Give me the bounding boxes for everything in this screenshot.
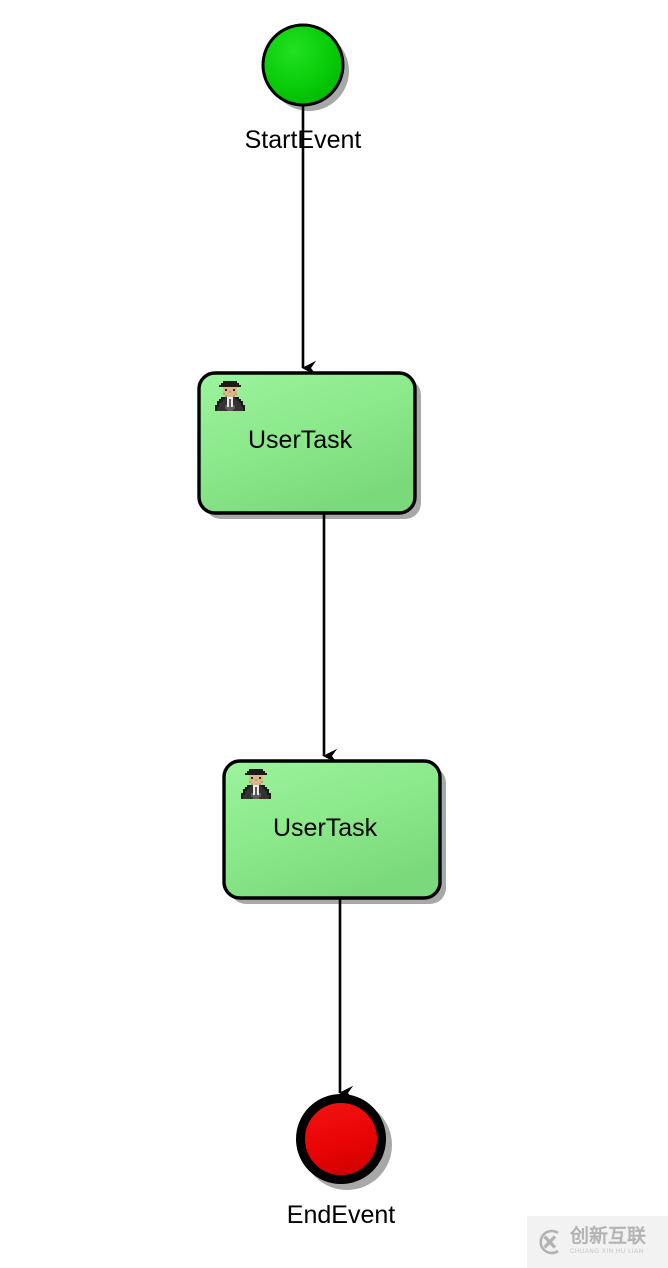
user-icon — [241, 769, 271, 799]
watermark: 创新互联 CHUANG XIN HU LIAN — [527, 1216, 668, 1268]
end-event-circle-icon[interactable] — [296, 1094, 386, 1184]
user-icon — [215, 381, 245, 411]
user-task-2-label: UserTask — [273, 814, 378, 842]
user-task-2-box[interactable] — [222, 759, 442, 900]
watermark-logo-icon — [539, 1229, 559, 1255]
user-task-1-label: UserTask — [248, 426, 353, 454]
start-event-label: StartEvent — [244, 126, 362, 154]
end-event-label: EndEvent — [286, 1201, 396, 1229]
user-task-1-box[interactable] — [197, 371, 417, 515]
watermark-subtitle: CHUANG XIN HU LIAN — [570, 1249, 644, 1256]
watermark-text: 创新互联 CHUANG XIN HU LIAN — [570, 1225, 647, 1256]
start-event-circle-icon[interactable] — [261, 23, 345, 107]
watermark-title: 创新互联 — [570, 1225, 647, 1248]
